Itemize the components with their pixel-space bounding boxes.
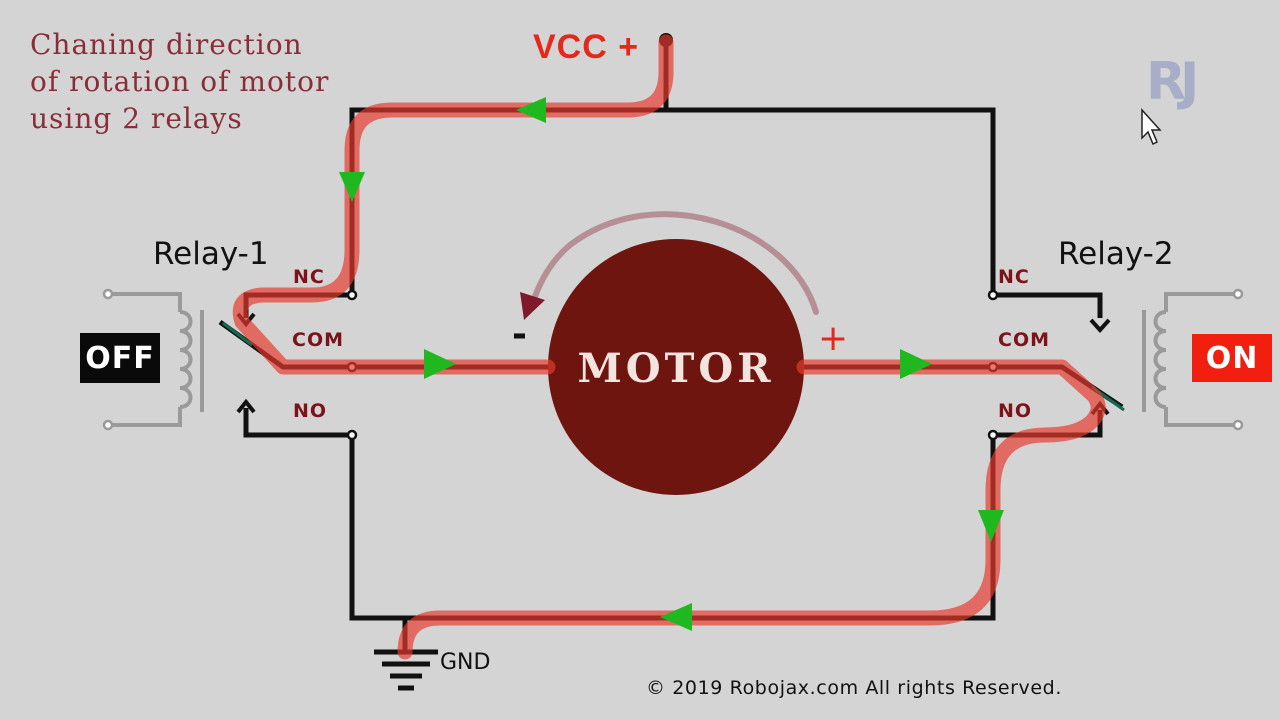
- mouse-cursor-icon: [1141, 108, 1162, 146]
- relay2-nc-label: NC: [998, 266, 1030, 288]
- relay2-label: Relay-2: [1058, 236, 1174, 272]
- current-arrow-icon: [339, 172, 365, 202]
- relay1-coil-terminals: [102, 288, 114, 431]
- rotation-arrowhead-icon: [520, 292, 545, 320]
- motor-label: MOTOR: [577, 345, 775, 392]
- title-line: Chaning direction: [30, 28, 303, 61]
- relay2-coil: [1142, 292, 1236, 427]
- relay2-state-badge: ON: [1192, 334, 1272, 382]
- relay2-nc-arrowhead: [1089, 318, 1111, 333]
- current-arrow-icon: [900, 349, 932, 379]
- current-arrow-icon: [424, 349, 456, 379]
- current-arrow-icon: [516, 97, 546, 123]
- relay1-armature: [222, 321, 253, 347]
- relay1-nc-label: NC: [293, 266, 325, 288]
- relay1-state-badge: OFF: [80, 333, 160, 383]
- relay2-nc-terminal: [987, 289, 999, 301]
- relay2-coil-terminals: [1232, 288, 1244, 431]
- relay1-nc-terminal: [346, 289, 358, 301]
- relay1-no-label: NO: [293, 400, 328, 422]
- relay1-com-label: COM: [292, 329, 345, 351]
- page-title: Chaning direction of rotation of motor u…: [30, 26, 329, 137]
- relay2-no-label: NO: [998, 400, 1033, 422]
- robojax-logo: RJ: [1146, 52, 1199, 112]
- vcc-label: VCC +: [533, 28, 640, 66]
- motor-body: [548, 239, 804, 495]
- motor-minus-sign: -: [512, 314, 527, 355]
- gnd-label: GND: [440, 650, 491, 675]
- relay1-no-arrowhead: [236, 398, 256, 414]
- relay2-com-label: COM: [998, 329, 1051, 351]
- relay1-no-link-wire: [243, 408, 352, 438]
- relay1-label: Relay-1: [153, 236, 269, 272]
- relay1-coil: [110, 292, 204, 427]
- rotation-arc: [529, 211, 819, 315]
- title-line: of rotation of motor: [30, 65, 330, 98]
- current-arrows: [339, 97, 1004, 631]
- relay1-no-terminal: [346, 429, 358, 441]
- title-line: using 2 relays: [30, 102, 243, 135]
- motor-plus-sign: +: [818, 318, 849, 359]
- relay2-no-terminal: [987, 429, 999, 441]
- relay2-nc-link-wire: [993, 292, 1103, 318]
- current-arrow-icon: [660, 603, 692, 631]
- copyright-notice: © 2019 Robojax.com All rights Reserved.: [646, 677, 1062, 699]
- current-arrow-icon: [978, 510, 1004, 542]
